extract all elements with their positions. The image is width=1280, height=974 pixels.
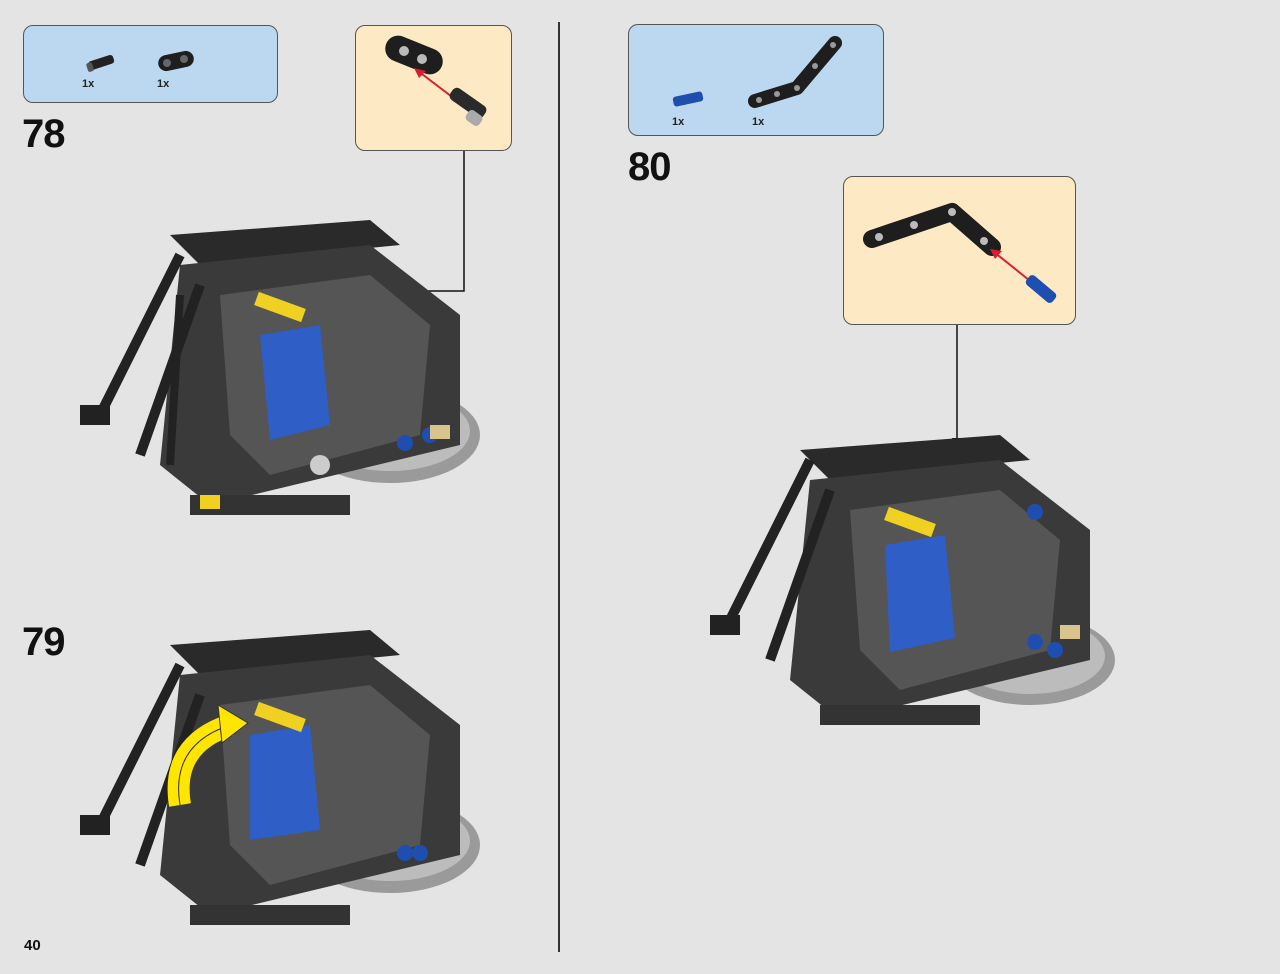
step-number-80: 80 [628,145,671,189]
model-illustration-79 [80,630,480,925]
step-number-78: 78 [22,112,65,156]
model-illustration-78 [80,220,480,515]
black-pin-icon [86,54,115,72]
step-number-79: 79 [22,620,65,664]
part-qty: 1x [82,78,95,90]
part-qty: 1x [157,78,170,90]
parts-list-box-80: 1x 1x [628,24,884,136]
angled-beam-icon [748,36,842,108]
page-divider [558,22,560,952]
black-beam-icon [158,50,194,72]
part-qty: 1x [672,116,685,128]
subassembly-illustration [385,35,487,126]
page-number: 40 [24,937,41,954]
blue-pin-icon [672,91,704,107]
model-illustration-80 [710,435,1115,725]
subassembly-box-80 [843,176,1076,325]
part-qty: 1x [752,116,765,128]
subassembly-illustration [863,203,1057,303]
subassembly-box-78 [355,25,512,151]
parts-list-box-78: 1x 1x [23,25,278,103]
